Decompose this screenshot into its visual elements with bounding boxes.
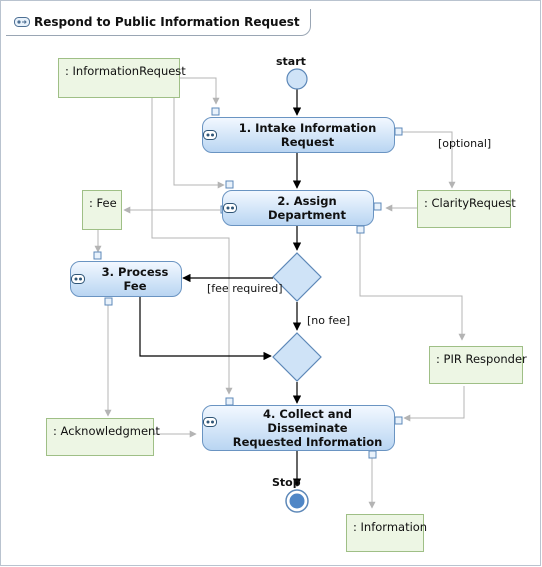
flow-inforequest-to-collect [151, 98, 233, 395]
object-information[interactable]: : Information [346, 514, 427, 552]
guard-no-fee: [no fee] [307, 314, 351, 327]
activity-icon [14, 17, 30, 27]
object-fee[interactable]: : Fee [82, 190, 122, 230]
guard-optional: [optional] [438, 137, 492, 150]
pin-intake-in [211, 107, 220, 116]
pin-assign-in-top [225, 180, 234, 189]
flow-processfee-to-merge [139, 297, 272, 361]
decision-node[interactable] [272, 252, 322, 302]
action-collect-label: 4. Collect and Disseminate Requested Inf… [221, 407, 394, 449]
object-acknowledgment[interactable]: : Acknowledgment [46, 418, 160, 456]
call-behavior-icon [223, 203, 237, 213]
initial-node[interactable] [286, 68, 308, 90]
flow-inforequest-to-assign [173, 98, 225, 189]
pin-assign-in-right [373, 202, 382, 211]
pin-processfee-out [104, 297, 113, 306]
pin-processfee-in [93, 251, 102, 260]
flow-assign-to-pir [359, 232, 466, 341]
diagram-title: Respond to Public Information Request [34, 15, 300, 29]
action-intake-information-request[interactable]: 1. Intake Information Request [202, 117, 395, 153]
pin-collect-out [368, 450, 377, 459]
flow-intake-to-clarity [402, 131, 456, 189]
pin-assign-out-bottom [356, 225, 365, 234]
start-label: start [276, 55, 306, 68]
action-intake-label: 1. Intake Information Request [238, 121, 377, 149]
call-behavior-icon [203, 130, 217, 140]
merge-node[interactable] [272, 332, 322, 382]
action-process-fee-label: 3. Process Fee [101, 265, 169, 293]
flow-inforequest-to-intake [178, 77, 220, 105]
guard-fee-required: [fee required] [207, 282, 283, 295]
action-collect-line2: Requested Information [232, 435, 383, 449]
action-process-fee[interactable]: 3. Process Fee [70, 261, 182, 297]
action-assign-label: 2. Assign Department [268, 194, 346, 222]
pin-intake-out [394, 127, 403, 136]
diagram-title-tab: Respond to Public Information Request [6, 9, 311, 36]
action-assign-department[interactable]: 2. Assign Department [222, 190, 374, 226]
object-information-request[interactable]: : InformationRequest [58, 58, 186, 98]
flow-pir-to-collect [403, 386, 465, 422]
call-behavior-icon [203, 417, 217, 427]
stop-label: Stop [272, 476, 301, 489]
object-pir-responder[interactable]: : PIR Responder [429, 346, 527, 384]
pin-collect-in-right [394, 416, 403, 425]
object-clarity-request[interactable]: : ClarityRequest [417, 190, 516, 228]
action-collect-line1: 4. Collect and Disseminate [263, 407, 352, 435]
final-node[interactable] [285, 489, 309, 513]
action-collect-disseminate[interactable]: 4. Collect and Disseminate Requested Inf… [202, 405, 395, 451]
pin-collect-in-top [225, 397, 234, 406]
call-behavior-icon [71, 274, 85, 284]
